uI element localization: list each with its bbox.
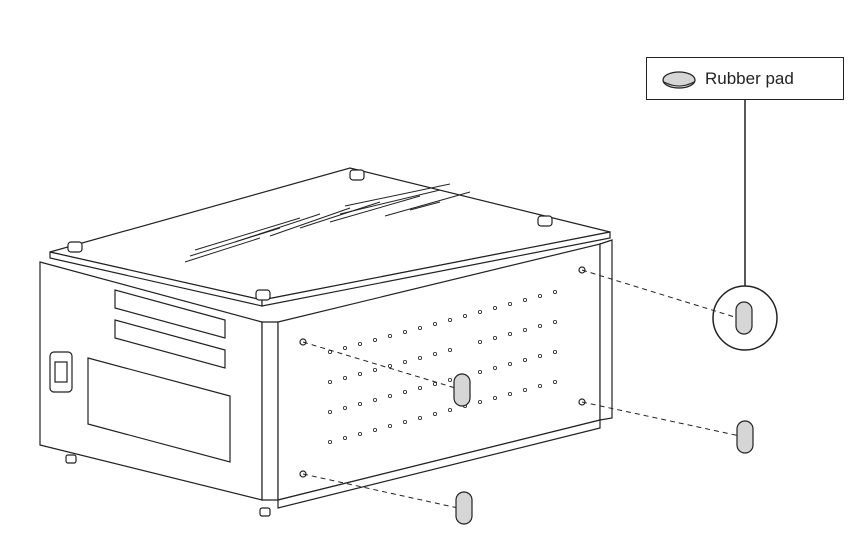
screw-holes [299, 266, 586, 478]
front-panel [39, 261, 279, 501]
side-mesh [327, 289, 558, 444]
callout [712, 100, 778, 351]
rubber-pads [453, 301, 754, 525]
rubber-pad-icon [662, 70, 696, 89]
placement-lines [302, 269, 741, 509]
rubber-pad-callout [735, 301, 753, 335]
legend-label: Rubber pad [705, 68, 794, 88]
rubber-pad [455, 491, 473, 525]
top-standoffs [67, 169, 553, 301]
bottom-feet [65, 454, 271, 517]
top-panel [49, 167, 611, 307]
legend-box: Rubber pad [646, 57, 844, 100]
rubber-pad [453, 373, 471, 407]
rubber-pad [736, 420, 754, 454]
top-vent-slots [184, 183, 471, 263]
